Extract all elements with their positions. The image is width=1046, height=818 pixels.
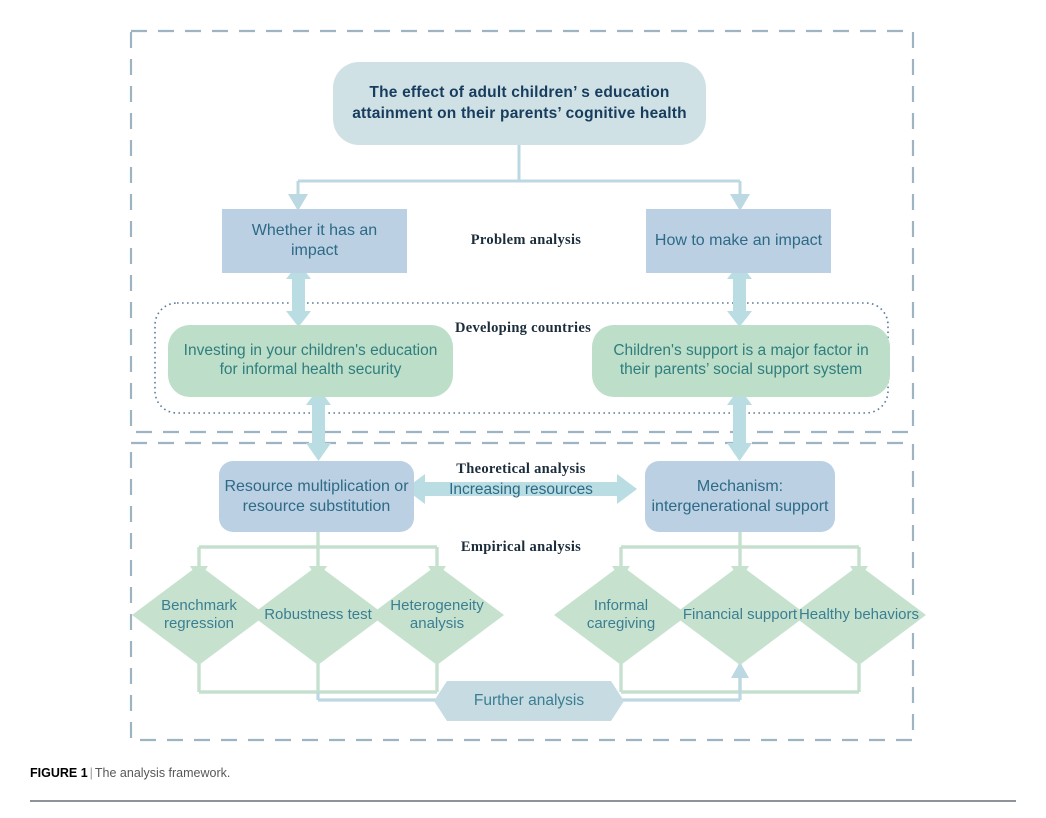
- node-diamond-healthy-behaviors[interactable]: [792, 565, 926, 665]
- node-hexagon-further-analysis[interactable]: [434, 681, 624, 721]
- node-diamond-2-label: Robustness test: [264, 605, 372, 623]
- node-left-question-label: Whether it has an impact: [251, 222, 378, 259]
- figure-caption-text: The analysis framework.: [94, 766, 231, 780]
- node-left-question-box[interactable]: [222, 209, 407, 273]
- connector-left-empirical-bus: [197, 531, 439, 568]
- node-diamond-5-label: Financial support: [682, 605, 798, 623]
- node-diamond-robustness-test[interactable]: [251, 565, 385, 665]
- arrowhead-further-analysis-up: [731, 662, 749, 678]
- connector-left-green-resource: [306, 388, 331, 461]
- node-right-green-box[interactable]: [592, 325, 890, 397]
- node-diamond-1-label: Benchmark regression: [161, 596, 237, 632]
- arrowhead-to-left-question: [288, 194, 308, 211]
- node-diamond-4-label: Informal caregiving: [586, 596, 656, 632]
- node-left-mechanism-label: Resource multiplication or resource subs…: [224, 477, 409, 515]
- connector-right-empirical-bus: [619, 531, 861, 568]
- annotation-problem-analysis: Problem analysis: [470, 232, 582, 248]
- dashed-region-upper: [129, 29, 915, 434]
- node-diamond-financial-support[interactable]: [673, 565, 807, 665]
- figure-caption-separator: |: [89, 766, 93, 780]
- annotation-theoretical-analysis: Theoretical analysis: [456, 461, 586, 477]
- node-diamond-3-label: Heterogeneity analysis: [390, 596, 484, 632]
- connector-right-green-mechanism: [727, 388, 752, 461]
- node-title-box[interactable]: [333, 62, 706, 145]
- dashed-region-lower: [129, 441, 915, 742]
- node-diamond-heterogeneity-analysis[interactable]: [370, 565, 504, 665]
- node-right-question-box[interactable]: [646, 209, 831, 273]
- connector-title-split: [296, 144, 742, 196]
- node-title-label: The effect of adult children’ s educatio…: [352, 83, 687, 122]
- connector-theoretical-bidirectional: [405, 474, 637, 504]
- figure-caption: FIGURE 1|The analysis framework.: [30, 766, 1016, 780]
- node-right-mechanism-label: Mechanism: intergenerational support: [651, 477, 829, 515]
- annotation-developing-countries: Developing countries: [454, 320, 592, 336]
- node-right-question-label: How to make an impact: [654, 232, 823, 250]
- node-left-green-box[interactable]: [168, 325, 453, 397]
- node-further-analysis-label: Further analysis: [473, 691, 585, 709]
- annotation-empirical-analysis: Empirical analysis: [460, 539, 582, 555]
- node-left-green-label: Investing in your children's education f…: [183, 342, 438, 378]
- node-left-mechanism-box[interactable]: [219, 461, 414, 532]
- node-diamond-6-label: Healthy behaviors: [798, 605, 920, 623]
- node-right-green-label: Children's support is a major factor in …: [613, 342, 869, 378]
- caption-divider: [30, 800, 1016, 802]
- annotation-increasing-resources: Increasing resources: [449, 481, 593, 498]
- figure-caption-label: FIGURE 1: [30, 766, 88, 780]
- node-diamond-informal-caregiving[interactable]: [554, 565, 688, 665]
- node-diamond-benchmark-regression[interactable]: [132, 565, 266, 665]
- node-right-mechanism-box[interactable]: [645, 461, 835, 532]
- arrowhead-to-right-question: [730, 194, 750, 211]
